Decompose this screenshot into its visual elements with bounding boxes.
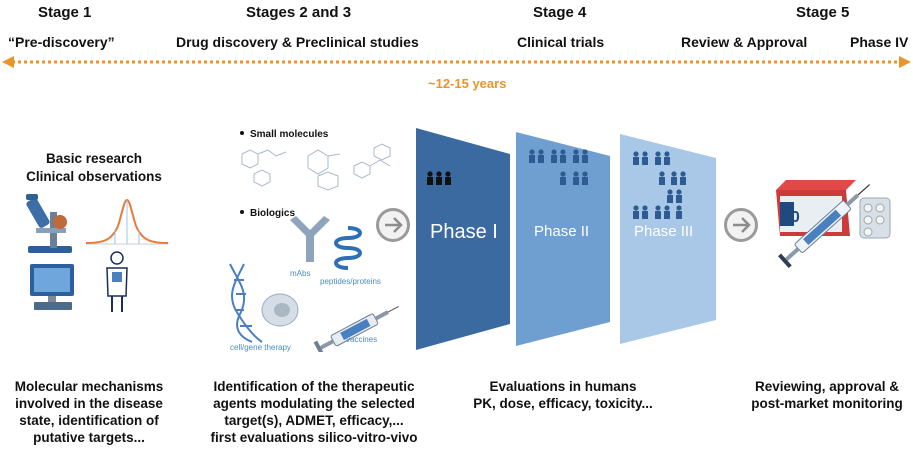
vaccine-syringe-icon	[313, 305, 399, 352]
molecule-2-icon	[307, 149, 341, 191]
medicine-box-label: 30	[782, 209, 800, 226]
discovery-description: Identification of the therapeutic agents…	[210, 379, 418, 445]
doctor-icon	[106, 251, 128, 312]
molecule-3-icon	[353, 143, 391, 179]
clinical-observations-label: Clinical observations	[26, 169, 162, 184]
clinical-trials-label: Clinical trials	[517, 34, 605, 50]
computer-icon	[30, 264, 74, 310]
cell-gene-label: cell/gene therapy	[230, 343, 291, 352]
duration-label: ~12-15 years	[428, 76, 507, 91]
clinical-description: Evaluations in humans PK, dose, efficacy…	[473, 379, 653, 411]
phase-2-label: Phase II	[534, 223, 589, 240]
prediscovery-label: “Pre-discovery”	[8, 34, 115, 50]
dna-icon	[229, 263, 263, 343]
cell-icon	[261, 293, 299, 327]
vaccines-label: vaccines	[346, 335, 377, 344]
peptide-icon	[334, 226, 362, 270]
phase-1-label: Phase I	[430, 221, 498, 243]
biologics-label: Biologics	[250, 208, 295, 219]
mabs-label: mAbs	[290, 269, 310, 278]
stage-5-label: Stage 5	[796, 4, 850, 21]
discovery-label: Drug discovery & Preclinical studies	[176, 34, 419, 50]
small-molecules-label: Small molecules	[250, 129, 329, 140]
review-description: Reviewing, approval & post-market monito…	[751, 379, 903, 411]
review-approval-label: Review & Approval	[681, 34, 808, 50]
antibody-icon	[290, 216, 330, 262]
stage-4-label: Stage 4	[533, 4, 587, 21]
phase-3-shape	[620, 134, 716, 344]
basic-research-label: Basic research	[45, 151, 143, 166]
bell-curve-icon	[85, 198, 169, 245]
next-arrow-2-icon	[724, 208, 758, 242]
phase-3-label: Phase III	[634, 223, 693, 240]
molecule-1-icon	[241, 149, 287, 187]
microscope-icon	[26, 194, 72, 253]
timeline-arrow	[2, 56, 911, 68]
basic-research-block: Basic research Clinical observations	[0, 150, 188, 186]
modalities-panel: Small molecules Biologics mAbs peptides/…	[229, 129, 399, 352]
stages-2-3-label: Stages 2 and 3	[246, 4, 352, 21]
stage-1-label: Stage 1	[38, 4, 92, 21]
prediscovery-description: Molecular mechanisms involved in the dis…	[14, 379, 164, 445]
peptides-label: peptides/proteins	[320, 277, 381, 286]
medicine-icon: 30	[776, 180, 891, 268]
clinical-phases-graphic: Phase I Phase II Phase III	[416, 128, 716, 350]
phase-3-people-icon	[633, 151, 686, 219]
phase-2-shape	[516, 132, 610, 346]
phase-1-people-icon	[427, 171, 451, 185]
phase-iv-label: Phase IV	[850, 34, 909, 50]
next-arrow-1-icon	[376, 208, 410, 242]
phase-2-people-icon	[529, 149, 588, 185]
